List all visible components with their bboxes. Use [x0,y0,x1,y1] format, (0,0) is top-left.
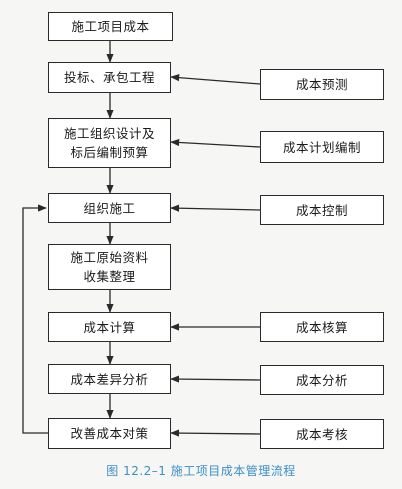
side-cost-control: 成本控制 [260,195,384,225]
side-cost-analysis: 成本分析 [260,365,384,395]
side-cost-forecast: 成本预测 [260,69,384,100]
step-improve-cost-measures: 改善成本对策 [48,418,171,449]
arrow-side1-to-step2 [170,74,261,85]
arrow-side2-to-step3 [170,138,261,148]
figure-caption: 图 12.2–1 施工项目成本管理流程 [106,464,296,478]
step-cost-calculation: 成本计算 [48,312,171,342]
step-cost-variance-analysis: 成本差异分析 [48,364,171,394]
step-construction-design-budget: 施工组织设计及 标后编制预算 [48,118,171,168]
step-organize-construction: 组织施工 [48,193,171,223]
arrow-side6-to-step8 [170,429,261,437]
side-cost-assessment: 成本考核 [260,419,384,449]
feedback-loop-arrow [22,204,48,434]
arrow-side3-to-step4 [170,204,261,212]
step-collect-raw-data: 施工原始资料 收集整理 [48,244,171,290]
step-project-cost: 施工项目成本 [48,12,173,41]
side-cost-plan: 成本计划编制 [260,131,384,163]
side-cost-accounting: 成本核算 [260,312,384,342]
step-bidding-contracting: 投标、承包工程 [48,62,171,93]
arrow-side5-to-step7 [170,375,261,383]
